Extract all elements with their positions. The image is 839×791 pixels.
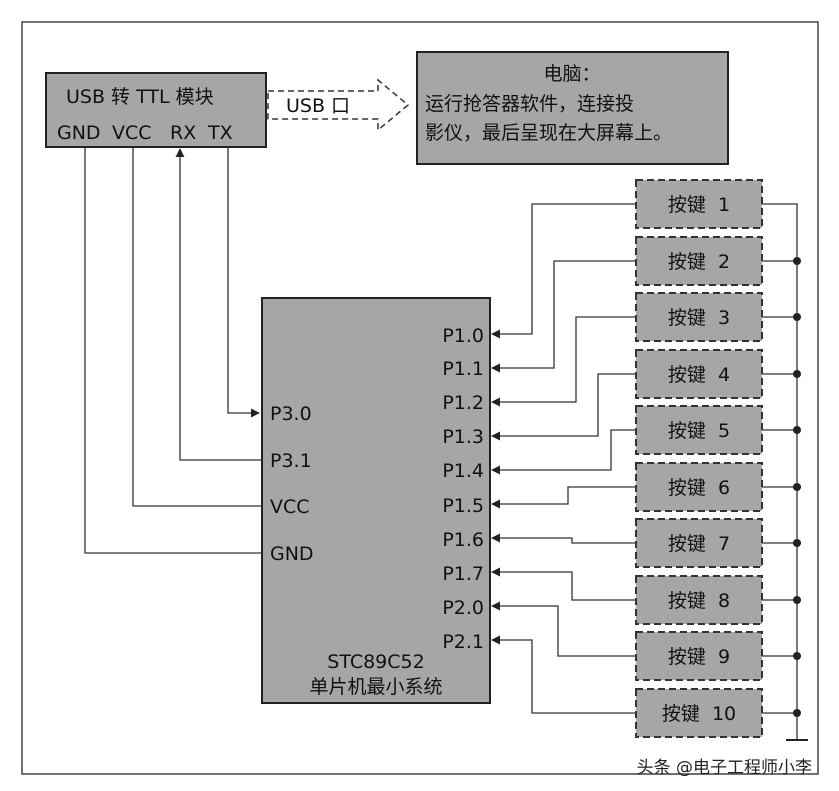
mcu-pin-p13: P1.3 xyxy=(442,426,484,448)
button-7-label: 按键 7 xyxy=(668,533,730,555)
junction-dot xyxy=(793,257,801,265)
wire-tx xyxy=(227,147,260,418)
mcu-pin-p20: P2.0 xyxy=(442,597,484,619)
button-2: 按键 2 xyxy=(635,236,763,286)
wire-key3 xyxy=(491,316,636,407)
junction-dot xyxy=(793,483,801,491)
mcu-name: STC89C52 xyxy=(327,651,424,673)
usb-ttl-module: USB 转 TTL 模块 GND VCC RX TX xyxy=(45,72,267,148)
mcu-pin-p14: P1.4 xyxy=(442,460,484,482)
wire-key9 xyxy=(491,601,636,657)
watermark-text: 头条 @电子工程师小李 xyxy=(637,758,812,778)
button-5: 按键 5 xyxy=(635,405,763,455)
mcu-pin-p15: P1.5 xyxy=(442,495,484,517)
button-8-label: 按键 8 xyxy=(668,590,730,612)
button-9-label: 按键 9 xyxy=(668,646,730,668)
computer-line-1: 运行抢答器软件，连接投 xyxy=(425,93,634,115)
wire-key8 xyxy=(491,567,636,601)
button-9: 按键 9 xyxy=(635,631,763,681)
button-3-label: 按键 3 xyxy=(668,307,730,329)
wire-vcc xyxy=(132,147,262,507)
button-5-label: 按键 5 xyxy=(668,420,730,442)
computer-box: 电脑： 运行抢答器软件，连接投 影仪，最后呈现在大屏幕上。 xyxy=(416,51,729,165)
junction-dot xyxy=(793,370,801,378)
wire-key7 xyxy=(491,533,636,544)
mcu-pin-p30: P3.0 xyxy=(270,403,312,425)
usb-link-arrow: USB 口 xyxy=(267,78,410,132)
usb-pin-tx: TX xyxy=(207,122,233,144)
ground-bus xyxy=(762,203,808,741)
mcu-pin-p11: P1.1 xyxy=(442,358,484,380)
wire-key5 xyxy=(491,429,636,475)
button-3: 按键 3 xyxy=(635,292,763,342)
usb-module-title: USB 转 TTL 模块 xyxy=(66,86,214,108)
wire-gnd xyxy=(84,147,262,554)
mcu-pin-vcc: VCC xyxy=(270,496,310,518)
wire-key1 xyxy=(491,203,636,339)
mcu-pin-gnd: GND xyxy=(270,543,314,565)
usb-pin-rx: RX xyxy=(170,122,196,144)
button-mcu-wires xyxy=(491,203,636,714)
mcu-pin-p12: P1.2 xyxy=(442,392,484,414)
button-2-label: 按键 2 xyxy=(668,251,730,273)
button-1-label: 按键 1 xyxy=(668,194,730,216)
mcu-box: P3.0 P3.1 VCC GND P1.0 P1.1 P1.2 P1.3 P1… xyxy=(261,297,491,704)
computer-title: 电脑： xyxy=(543,63,600,85)
wire-key10 xyxy=(491,635,636,714)
button-6-label: 按键 6 xyxy=(668,477,730,499)
diagram-frame xyxy=(21,21,819,775)
button-10-label: 按键 10 xyxy=(662,703,736,725)
junction-dot xyxy=(793,709,801,717)
wire-key4 xyxy=(491,373,636,441)
button-6: 按键 6 xyxy=(635,462,763,512)
button-8: 按键 8 xyxy=(635,575,763,625)
mcu-pin-p17: P1.7 xyxy=(442,563,484,585)
button-10: 按键 10 xyxy=(635,688,763,738)
button-1: 按键 1 xyxy=(635,179,763,229)
mcu-pin-p21: P2.1 xyxy=(442,631,484,653)
mcu-subtitle: 单片机最小系统 xyxy=(309,676,442,698)
usb-pin-gnd: GND xyxy=(57,122,101,144)
usb-mcu-wires xyxy=(84,147,262,554)
button-group: 按键 1 按键 2 按键 3 按键 4 按键 5 按键 6 按键 7 xyxy=(635,179,763,738)
mcu-pin-p31: P3.1 xyxy=(270,450,312,472)
mcu-pin-p10: P1.0 xyxy=(442,325,484,347)
computer-line-2: 影仪，最后呈现在大屏幕上。 xyxy=(425,122,672,144)
junction-dot xyxy=(793,426,801,434)
button-7: 按键 7 xyxy=(635,518,763,568)
wire-key2 xyxy=(491,260,636,373)
junction-dot xyxy=(793,539,801,547)
junction-dot xyxy=(793,652,801,660)
button-4-label: 按键 4 xyxy=(668,364,730,386)
button-4: 按键 4 xyxy=(635,349,763,399)
junction-dot xyxy=(793,596,801,604)
usb-pin-vcc: VCC xyxy=(112,122,152,144)
usb-link-label: USB 口 xyxy=(286,95,350,117)
wire-rx xyxy=(175,148,262,461)
mcu-pin-p16: P1.6 xyxy=(442,529,484,551)
wire-key6 xyxy=(491,486,636,509)
junction-dot xyxy=(793,313,801,321)
